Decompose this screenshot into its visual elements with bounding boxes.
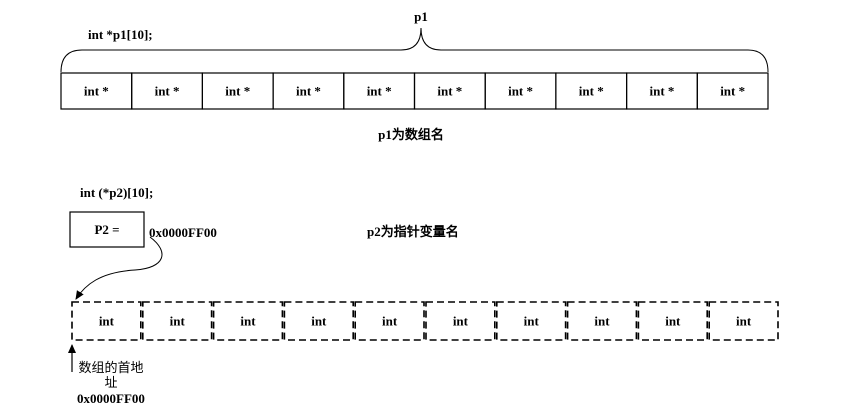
- p2-target-cell-0: [71, 301, 142, 341]
- p1-declaration: int *p1[10];: [88, 27, 153, 42]
- p1-cell-label-5: int *: [437, 84, 462, 99]
- p2-target-cell-label-9: int: [736, 314, 752, 329]
- p2-target-cell-7: [566, 301, 638, 341]
- p2-declaration: int (*p2)[10];: [80, 185, 153, 200]
- p2-pointer-box: [69, 211, 145, 248]
- p1-cell-label-3: int *: [296, 84, 321, 99]
- array-start-address-value: 0x0000FF00: [77, 391, 145, 406]
- p2-target-cell-label-1: int: [170, 314, 186, 329]
- p1-cell-label-6: int *: [508, 84, 533, 99]
- p2-pointer-box-label: P2 =: [94, 222, 119, 237]
- p2-caption: p2为指针变量名: [367, 224, 459, 239]
- p1-cell-9: [696, 72, 769, 110]
- p1-cell-label-7: int *: [579, 84, 604, 99]
- p2-target-cell-1: [142, 301, 213, 341]
- array-start-caption-line1: 数组的首地: [78, 360, 143, 375]
- p1-cell-label-9: int *: [720, 84, 745, 99]
- p2-target-cell-4: [354, 301, 425, 341]
- p2-target-cell-label-7: int: [594, 314, 610, 329]
- p2-target-cell-2: [212, 301, 284, 341]
- p2-target-cell-3: [283, 301, 354, 341]
- p2-target-cell-label-2: int: [240, 314, 256, 329]
- p2-pointer-arrow: [75, 236, 163, 300]
- p2-target-cell-label-4: int: [382, 314, 398, 329]
- p1-cell-label-2: int *: [225, 84, 250, 99]
- p2-target-cell-label-6: int: [524, 314, 540, 329]
- p1-cell-label-1: int *: [155, 84, 180, 99]
- p1-cell-label-0: int *: [84, 84, 109, 99]
- p1-array-cells: int * int * int * int * int * int * int * int *…: [60, 72, 769, 110]
- p2-target-cell-label-5: int: [453, 314, 469, 329]
- p1-caption: p1为数组名: [378, 127, 444, 142]
- p2-target-cell-label-0: int: [99, 314, 115, 329]
- p1-curly-brace: [60, 27, 769, 73]
- p2-target-cell-label-8: int: [665, 314, 681, 329]
- p2-target-array-cells: int int int int int int int int int int: [71, 301, 779, 341]
- p2-target-cell-6: [495, 301, 567, 341]
- p1-cell-label-4: int *: [367, 84, 392, 99]
- p2-target-cell-5: [425, 301, 496, 341]
- p2-pointer-value: 0x0000FF00: [149, 225, 217, 240]
- p2-target-cell-label-3: int: [311, 314, 327, 329]
- p2-target-cell-8: [637, 301, 709, 341]
- p1-brace-label: p1: [414, 9, 428, 24]
- p1-cell-label-8: int *: [649, 84, 674, 99]
- array-start-caption-line2: 址: [104, 375, 117, 390]
- p2-target-cell-9: [708, 301, 779, 341]
